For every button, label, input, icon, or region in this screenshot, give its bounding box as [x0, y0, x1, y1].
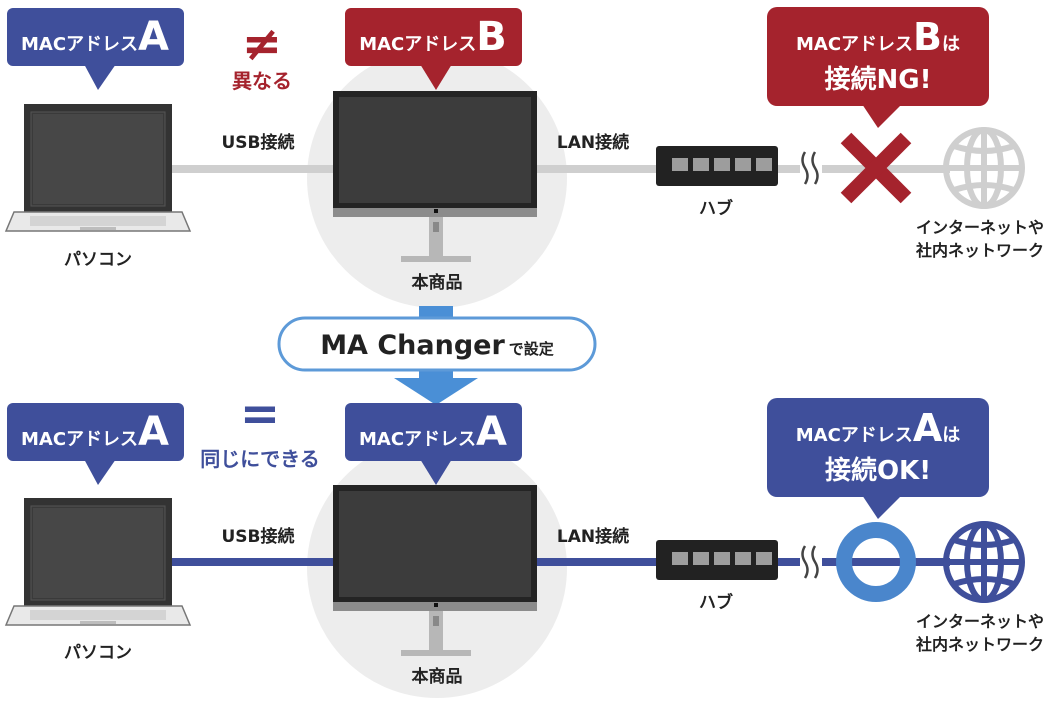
top-lan-cable [532, 165, 660, 173]
bottom-result-bubble: MACアドレスAは 接続OK! [767, 398, 989, 519]
bottom-lan-label: LAN接続 [557, 526, 629, 547]
bottom-pc-bubble-prefix: MACアドレス [21, 429, 138, 450]
bottom-device-bubble: MACアドレスA [345, 403, 522, 485]
svg-text:MACアドレスA: MACアドレスA [21, 14, 169, 60]
bottom-device-bubble-prefix: MACアドレス [359, 429, 476, 450]
top-result-line2: 接続NG! [825, 64, 932, 95]
bottom-outside-cable [822, 558, 950, 566]
top-device-label: 本商品 [412, 272, 463, 293]
bottom-usb-label: USB接続 [221, 526, 294, 547]
top-device-bubble-letter: B [476, 14, 507, 60]
top-scenario: パソコン 本商品 USB接続 LAN接続 ハブ [4, 7, 1044, 308]
svg-text:MACアドレスBは: MACアドレスBは [796, 15, 960, 59]
equal-label: 同じにできる [200, 447, 320, 471]
bottom-internet-line1: インターネットや [916, 612, 1044, 631]
bottom-pc-bubble-letter: A [138, 409, 169, 455]
top-device-bubble-prefix: MACアドレス [359, 34, 476, 55]
svg-text:MACアドレスA: MACアドレスA [359, 409, 507, 455]
bottom-pc-label: パソコン [64, 643, 132, 663]
circle-ok-icon [836, 522, 916, 602]
not-equal-label: 異なる [232, 69, 292, 93]
top-pc-bubble-letter: A [138, 14, 169, 60]
top-pc-label: パソコン [64, 250, 132, 270]
top-pc-bubble: MACアドレスA [7, 8, 184, 90]
bottom-hub-icon [656, 540, 778, 580]
bottom-pc-bubble: MACアドレスA [7, 403, 184, 485]
bottom-result-line2: 接続OK! [825, 455, 931, 486]
bottom-device-bubble-letter: A [476, 409, 507, 455]
down-arrow-icon [394, 378, 478, 405]
bottom-result-prefix: MACアドレス [796, 425, 913, 446]
top-hub-cable [778, 165, 800, 173]
top-internet-line1: インターネットや [916, 218, 1044, 237]
top-usb-cable [172, 165, 342, 173]
ma-changer-pill [277, 316, 597, 372]
top-monitor-icon [333, 91, 537, 262]
cross-icon [840, 132, 912, 204]
bottom-scenario: パソコン 本商品 USB接続 LAN接続 ハブ [4, 386, 1044, 698]
svg-text:MACアドレスB: MACアドレスB [359, 14, 507, 60]
top-internet-line2: 社内ネットワーク [915, 241, 1044, 260]
bottom-device-label: 本商品 [412, 666, 463, 687]
ma-changer-suffix: で設定 [509, 340, 554, 358]
bottom-laptop-icon [4, 498, 192, 626]
bottom-globe-icon [943, 521, 1025, 603]
top-result-bubble: MACアドレスBは 接続NG! [767, 7, 989, 128]
top-laptop-icon [4, 104, 192, 232]
top-usb-label: USB接続 [221, 132, 294, 153]
bottom-result-suffix: は [942, 425, 960, 446]
top-lan-label: LAN接続 [557, 132, 629, 153]
bottom-hub-label: ハブ [699, 592, 733, 613]
top-break-mark-icon [801, 151, 819, 185]
top-globe-icon [943, 127, 1025, 209]
bottom-monitor-icon [333, 485, 537, 656]
bottom-result-letter: A [913, 406, 943, 450]
equal-symbol: = [240, 386, 280, 442]
top-device-bubble: MACアドレスB [345, 8, 522, 90]
not-equal-symbol: ≠ [242, 16, 282, 72]
bottom-internet-line2: 社内ネットワーク [915, 635, 1044, 654]
svg-text:MACアドレスA: MACアドレスA [21, 409, 169, 455]
top-result-suffix: は [942, 34, 960, 55]
ma-changer-app-name: MA Changer [320, 330, 505, 361]
top-result-letter: B [913, 15, 942, 59]
top-hub-label: ハブ [699, 198, 733, 219]
bottom-hub-cable [778, 558, 800, 566]
top-pc-bubble-prefix: MACアドレス [21, 34, 138, 55]
top-result-prefix: MACアドレス [796, 34, 913, 55]
bottom-usb-cable [172, 558, 342, 566]
bottom-break-mark-icon [801, 545, 819, 579]
svg-text:MACアドレスAは: MACアドレスAは [796, 406, 960, 450]
bottom-lan-cable [532, 558, 660, 566]
top-hub-icon [656, 146, 778, 186]
